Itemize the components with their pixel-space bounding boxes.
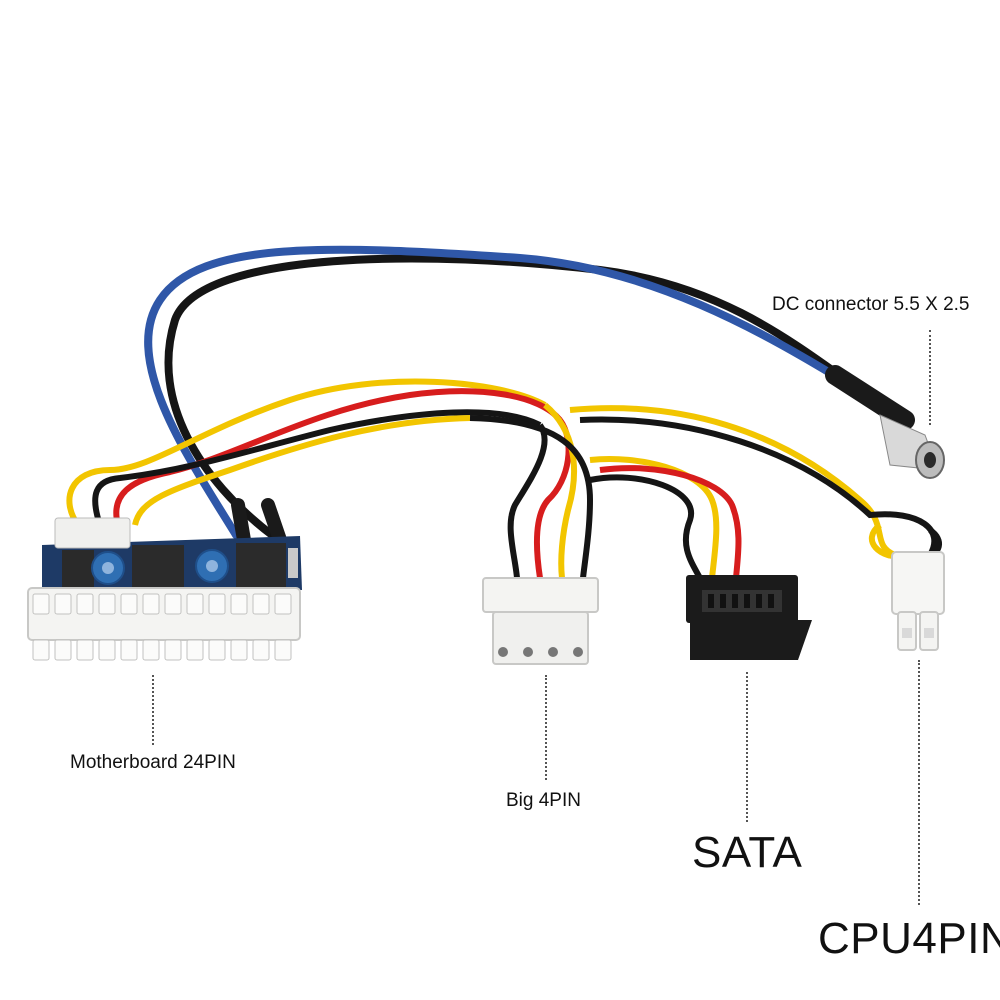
label-sata: SATA	[692, 828, 803, 877]
board-heatshrink-2	[261, 498, 287, 547]
dc-barrel-jack	[879, 414, 945, 479]
molex-yellow-wire	[543, 402, 578, 579]
atx-pin	[274, 593, 292, 615]
board-black-loop	[92, 409, 542, 526]
atx-pin	[230, 639, 248, 661]
molex-4pin-connector	[482, 577, 599, 665]
atx-pin	[54, 639, 72, 661]
molex-black-wire-2	[469, 415, 594, 579]
leader-sata	[746, 672, 748, 822]
sata-pin	[744, 594, 750, 608]
leader-dc	[929, 330, 931, 425]
atx-pin	[252, 639, 270, 661]
atx-pin	[54, 593, 72, 615]
atx-pin	[164, 593, 182, 615]
atx-pin	[98, 639, 116, 661]
molex-black-wire-1	[507, 423, 548, 579]
leader-cpu4pin	[918, 660, 920, 905]
pcb-module	[42, 517, 302, 596]
sata-pin	[720, 594, 726, 608]
atx-pin	[208, 593, 226, 615]
sata-pin	[756, 594, 762, 608]
atx-pin	[120, 593, 138, 615]
atx-24pin-connector	[27, 587, 301, 661]
board-yellow-loop	[66, 378, 547, 527]
sata-red-wire	[599, 465, 742, 579]
heatshrink-sleeve	[825, 365, 915, 430]
cpu-4pin-connector	[891, 551, 945, 651]
sata-black-wire	[589, 474, 703, 580]
atx-pin	[186, 593, 204, 615]
atx-pin	[98, 593, 116, 615]
atx-pin	[274, 639, 292, 661]
atx-pin	[76, 593, 94, 615]
board-yellow-loop-2	[132, 415, 471, 526]
atx-pin	[186, 639, 204, 661]
atx-pin	[32, 593, 50, 615]
sata-power-connector	[686, 575, 812, 660]
atx-pin	[32, 639, 50, 661]
board-red-loop	[113, 388, 563, 526]
sata-pin	[732, 594, 738, 608]
atx-pin	[164, 639, 182, 661]
atx-pin-row-top	[32, 593, 292, 615]
sata-pin	[708, 594, 714, 608]
blue-main-wire	[144, 245, 854, 539]
leader-big4pin	[545, 675, 547, 780]
atx-pin	[230, 593, 248, 615]
atx-pin	[142, 639, 160, 661]
atx-pin	[252, 593, 270, 615]
board-heatshrink	[231, 498, 251, 547]
sata-yellow-wire	[589, 456, 720, 579]
label-cpu4pin: CPU4PIN	[818, 914, 1000, 963]
cpu-yellow-wire	[569, 405, 897, 558]
atx-pin	[142, 593, 160, 615]
atx-pin-row-bottom	[32, 639, 292, 661]
label-dc-connector: DC connector 5.5 X 2.5	[772, 294, 970, 315]
sata-pins	[708, 594, 774, 608]
label-motherboard-24pin: Motherboard 24PIN	[70, 752, 236, 773]
black-main-wire	[164, 254, 864, 539]
label-big-4pin: Big 4PIN	[506, 790, 581, 811]
leader-motherboard	[152, 675, 154, 745]
atx-pin	[120, 639, 138, 661]
atx-pin	[208, 639, 226, 661]
cpu-black-wire	[579, 416, 938, 557]
sata-pin	[768, 594, 774, 608]
atx-pin	[76, 639, 94, 661]
